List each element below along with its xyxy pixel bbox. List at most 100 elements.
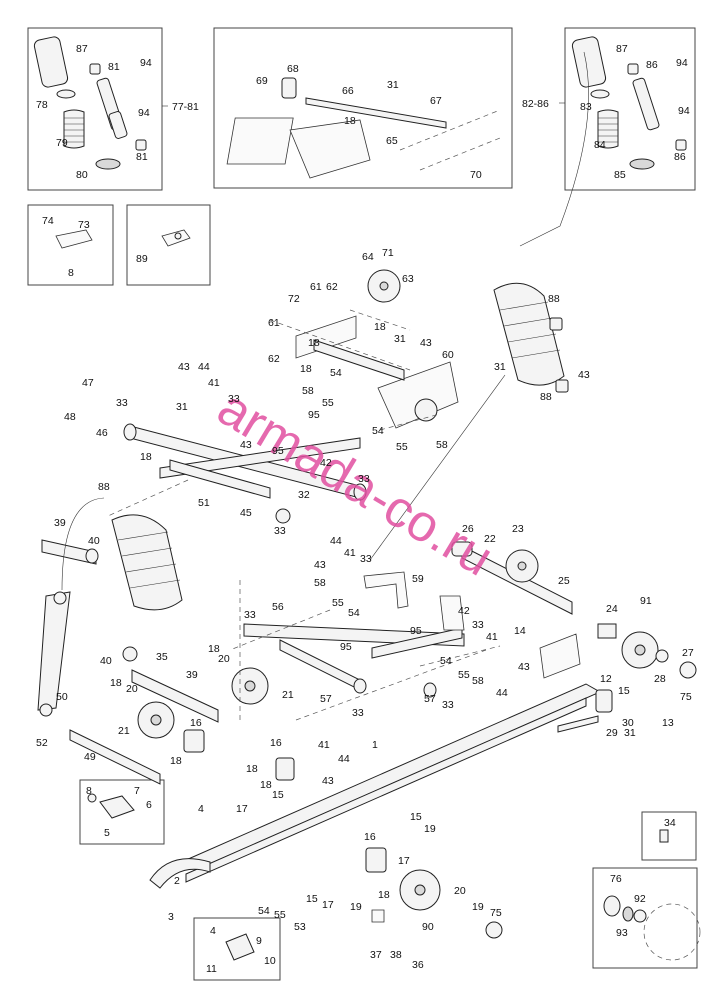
callout-88: 88 (540, 391, 552, 403)
callout-18: 18 (344, 115, 356, 127)
callout-17: 17 (322, 899, 334, 911)
callout-4: 4 (198, 803, 204, 815)
callout-22: 22 (484, 533, 496, 545)
callout-39: 39 (186, 669, 198, 681)
callout-62: 62 (268, 353, 280, 365)
callout-72: 72 (288, 293, 300, 305)
callout-55: 55 (322, 397, 334, 409)
link-arm (37, 591, 71, 717)
callout-33: 33 (244, 609, 256, 621)
callout-16: 16 (270, 737, 282, 749)
callout-18: 18 (170, 755, 182, 767)
callout-88: 88 (98, 481, 110, 493)
callout-81: 81 (108, 61, 120, 73)
callout-44: 44 (330, 535, 342, 547)
callout-51: 51 (198, 497, 210, 509)
front-wheels (69, 646, 269, 785)
callout-30: 30 (622, 717, 634, 729)
callout-53: 53 (294, 921, 306, 933)
callout-68: 68 (287, 63, 299, 75)
callout-55: 55 (396, 441, 408, 453)
callout-41: 41 (344, 547, 356, 559)
callout-31: 31 (176, 401, 188, 413)
callout-76: 76 (610, 873, 622, 885)
callout-41: 41 (486, 631, 498, 643)
callout-42: 42 (458, 605, 470, 617)
front-shock (41, 514, 183, 611)
callout-18: 18 (110, 677, 122, 689)
guide-lines (61, 51, 589, 721)
callout-18: 18 (260, 779, 272, 791)
callout-92: 92 (634, 893, 646, 905)
callout-57: 57 (424, 693, 436, 705)
callout-18: 18 (140, 451, 152, 463)
callout-19: 19 (472, 901, 484, 913)
callout-41: 41 (318, 739, 330, 751)
callout-44: 44 (338, 753, 350, 765)
detail-box-rear-arm-top (213, 27, 513, 189)
callout-17: 17 (398, 855, 410, 867)
callout-47: 47 (82, 377, 94, 389)
callout-86: 86 (674, 151, 686, 163)
detail-box-stopper (79, 779, 165, 845)
callout-54: 54 (372, 425, 384, 437)
callout-41: 41 (208, 377, 220, 389)
callout-15: 15 (410, 811, 422, 823)
callout-69: 69 (256, 75, 268, 87)
callout-19: 19 (424, 823, 436, 835)
callout-48: 48 (64, 411, 76, 423)
callout-18: 18 (208, 643, 220, 655)
callout-65: 65 (386, 135, 398, 147)
callout-31: 31 (494, 361, 506, 373)
front-arm (123, 423, 367, 524)
callout-40: 40 (88, 535, 100, 547)
callout-38: 38 (390, 949, 402, 961)
callout-14: 14 (514, 625, 526, 637)
callout-1: 1 (372, 739, 378, 751)
callout-29: 29 (606, 727, 618, 739)
callout-15: 15 (306, 893, 318, 905)
callout-39: 39 (54, 517, 66, 529)
callout-21: 21 (282, 689, 294, 701)
callout-33: 33 (228, 393, 240, 405)
callout-66: 66 (342, 85, 354, 97)
callout-54: 54 (330, 367, 342, 379)
detail-box-front-shock (27, 27, 168, 191)
callout-95: 95 (272, 445, 284, 457)
callout-54: 54 (348, 607, 360, 619)
callout-52: 52 (36, 737, 48, 749)
callout-58: 58 (302, 385, 314, 397)
callout-63: 63 (402, 273, 414, 285)
callout-24: 24 (606, 603, 618, 615)
detail-box-grease-fitting (641, 811, 697, 861)
callout-94: 94 (140, 57, 152, 69)
rear-axle (451, 541, 697, 679)
callout-55: 55 (332, 597, 344, 609)
callout-11: 11 (206, 963, 217, 975)
callout-61: 61 (268, 317, 280, 329)
callout-34: 34 (664, 817, 676, 829)
callout-9: 9 (256, 935, 262, 947)
callout-26: 26 (462, 523, 474, 535)
callout-5: 5 (104, 827, 110, 839)
callout-94: 94 (676, 57, 688, 69)
callout-49: 49 (84, 751, 96, 763)
callout-43: 43 (240, 439, 252, 451)
callout-80: 80 (76, 169, 88, 181)
callout-91: 91 (640, 595, 652, 607)
callout-67: 67 (430, 95, 442, 107)
callout-73: 73 (78, 219, 90, 231)
callout-94: 94 (678, 105, 690, 117)
callout-43: 43 (322, 775, 334, 787)
callout-44: 44 (198, 361, 210, 373)
detail-box-wheel-bearing (592, 867, 701, 969)
callout-13: 13 (662, 717, 674, 729)
callout-33: 33 (358, 473, 370, 485)
callout-4: 4 (210, 925, 216, 937)
detail-box-bracket (27, 204, 114, 286)
callout-15: 15 (272, 789, 284, 801)
callout-93: 93 (616, 927, 628, 939)
callout-20: 20 (126, 683, 138, 695)
callout-32: 32 (298, 489, 310, 501)
